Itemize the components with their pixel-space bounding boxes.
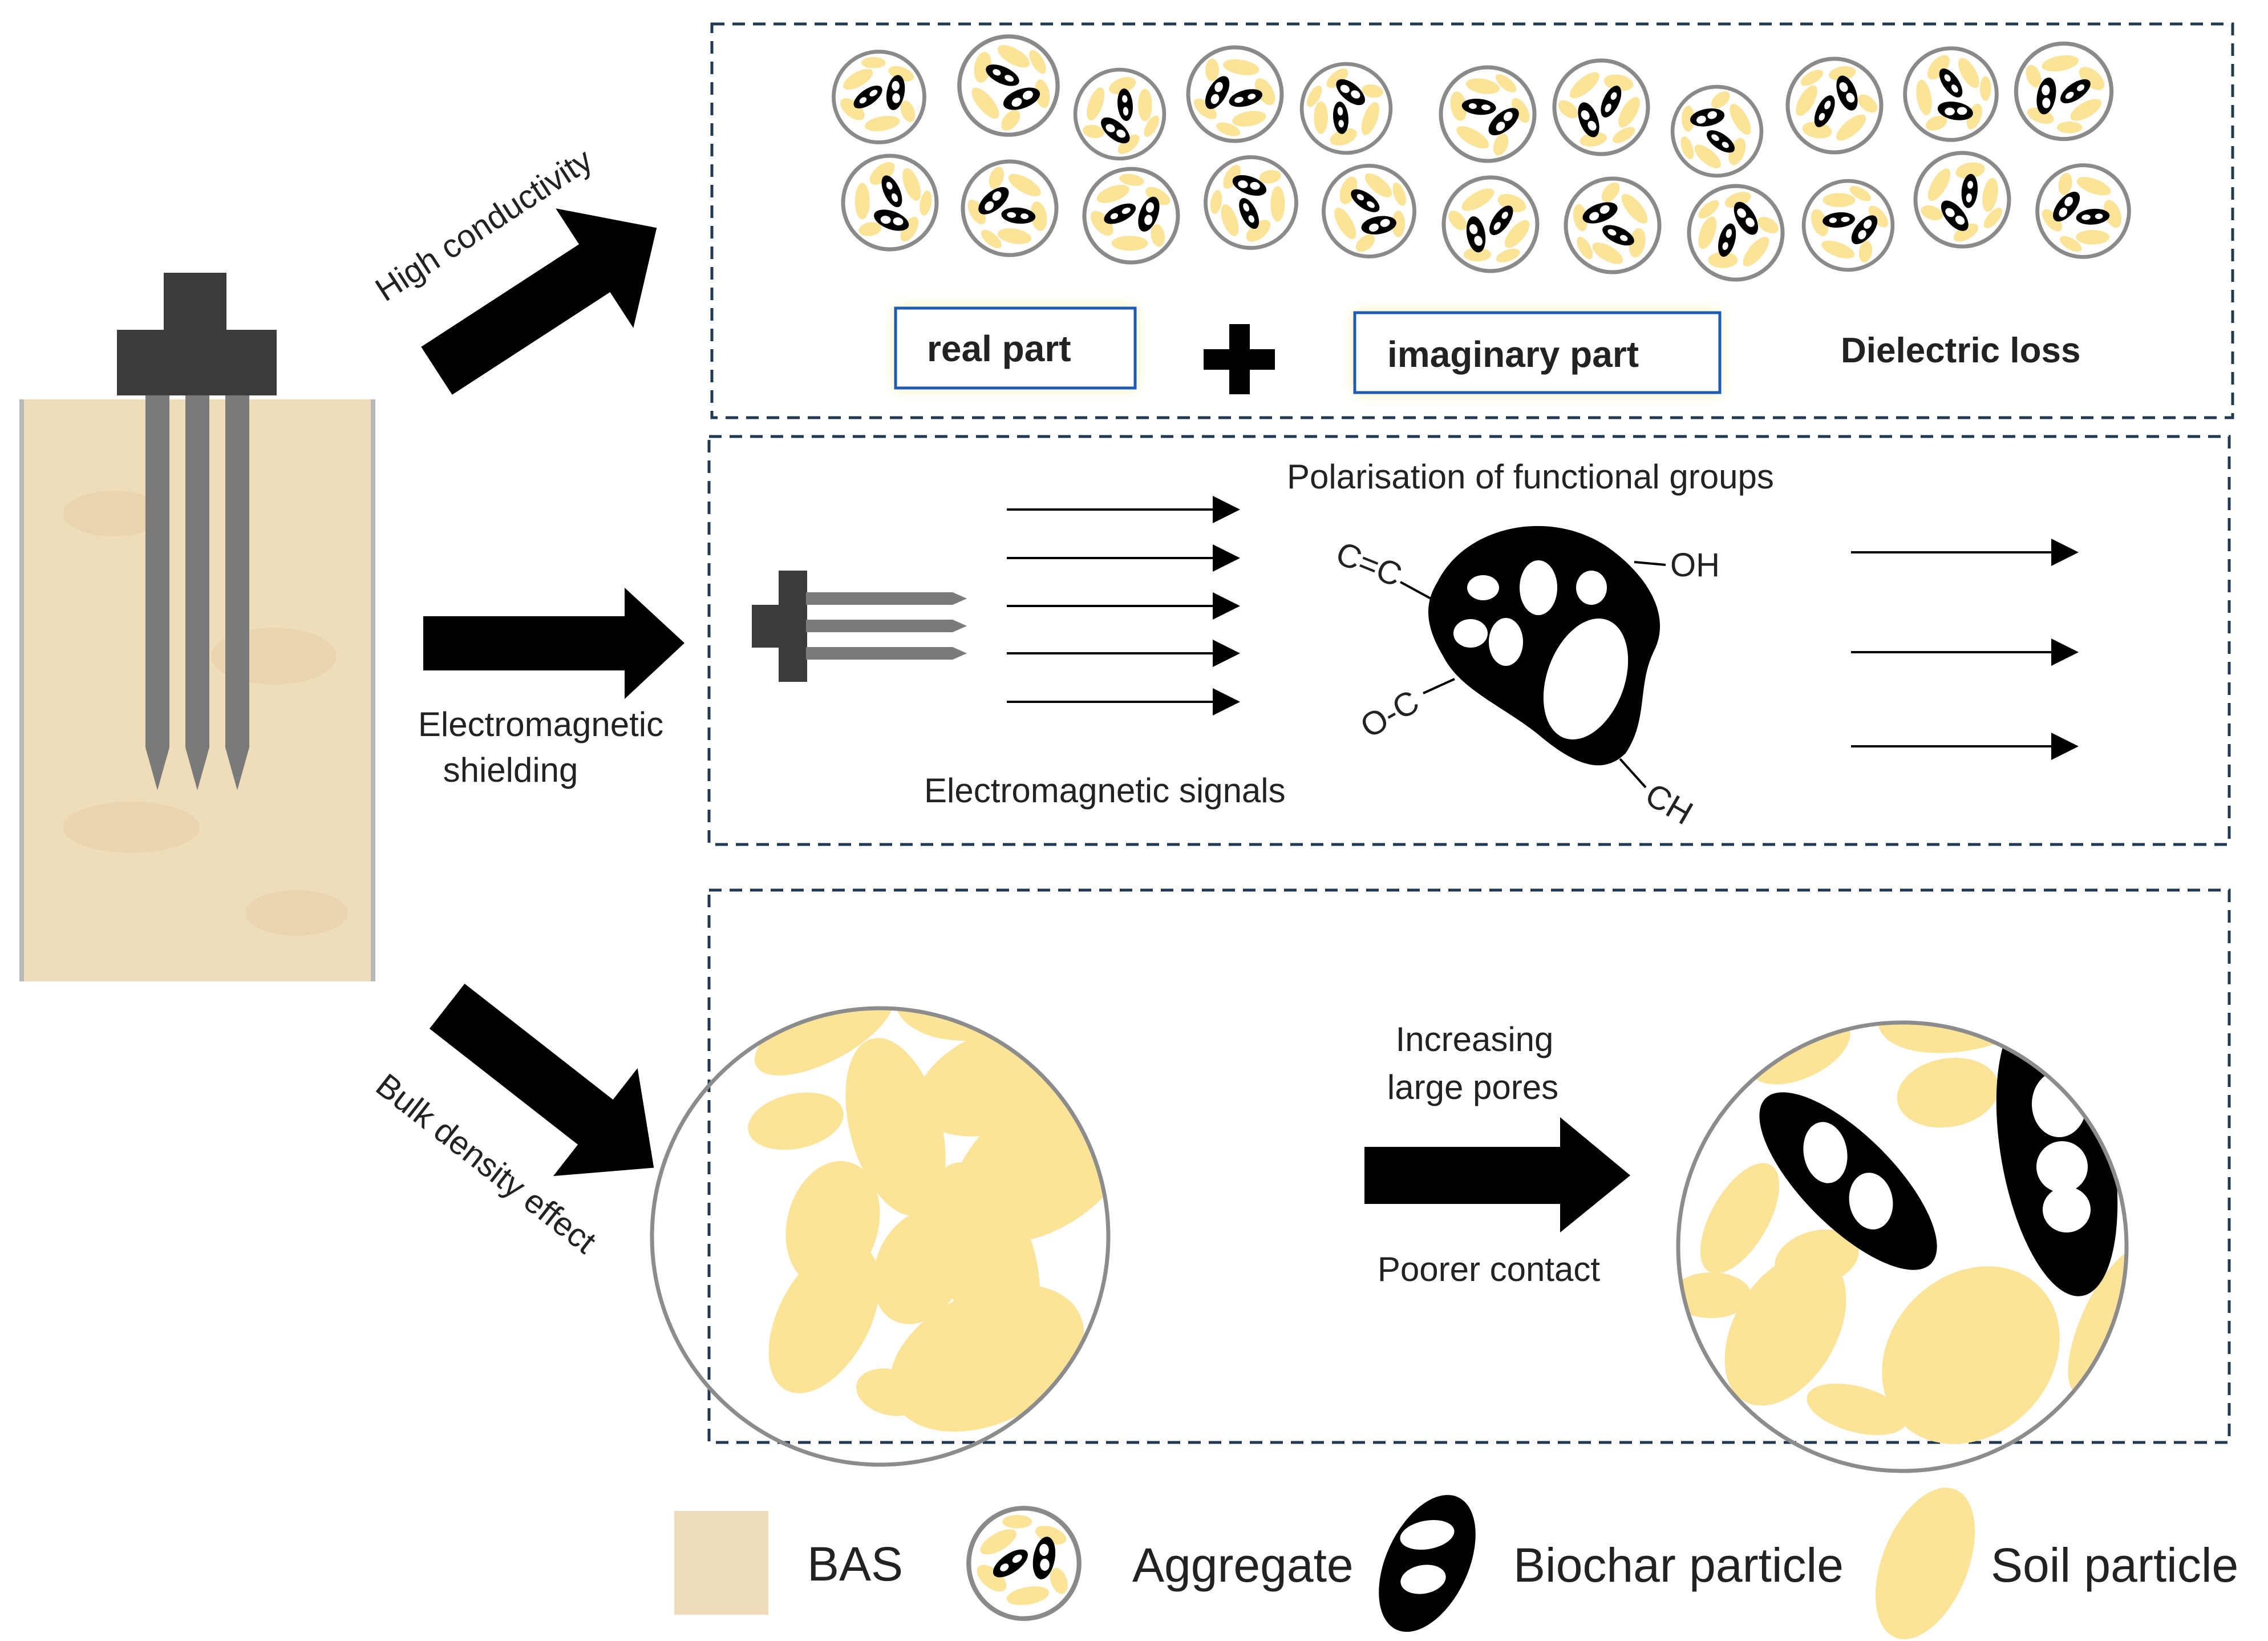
legend-aggregate-label: Aggregate <box>1132 1538 1354 1592</box>
group-oc: O-C <box>1354 683 1425 745</box>
em-signals-label: Electromagnetic signals <box>924 771 1286 810</box>
legend-biochar-icon <box>1379 1495 1476 1632</box>
biochar-functional-groups: C=C OH O-C CH <box>1331 526 1720 832</box>
plus-sign <box>1204 324 1275 394</box>
dense-aggregate <box>650 1006 1111 1467</box>
polarisation-label: Polarisation of functional groups <box>1287 458 1774 496</box>
outgoing-arrows <box>1851 539 2079 760</box>
legend-aggregate-icon <box>969 1508 1079 1619</box>
group-cc: C=C <box>1331 535 1407 594</box>
aggregate-grid <box>833 18 2145 298</box>
arrow-transition <box>1364 1117 1630 1232</box>
group-ch: CH <box>1639 776 1699 832</box>
label-em-shielding-2: shielding <box>443 751 578 789</box>
imaginary-part-label: imaginary part <box>1387 334 1639 375</box>
panel-bulk-density <box>707 888 2231 1444</box>
panel-shielding <box>707 435 2231 846</box>
probe <box>117 273 277 790</box>
arrow-bulk-density <box>429 983 654 1177</box>
group-oh: OH <box>1670 547 1720 584</box>
arrow-em-shielding <box>423 588 685 699</box>
legend-biochar-label: Biochar particle <box>1513 1538 1844 1592</box>
legend: BAS Aggregate Biochar particle Soil part… <box>674 1488 2238 1639</box>
poorer-contact-label: Poorer contact <box>1378 1250 1601 1288</box>
label-em-shielding-1: Electromagnetic <box>418 705 663 743</box>
legend-bas-swatch <box>674 1511 768 1615</box>
arrow-high-conductivity <box>421 208 657 395</box>
em-signal-arrows <box>1007 496 1240 716</box>
probe-small <box>752 571 967 682</box>
imaginary-part-box: imaginary part <box>1353 311 1722 394</box>
porous-aggregate <box>1676 1020 2129 1473</box>
legend-soil-label: Soil particle <box>1991 1538 2238 1592</box>
increasing-label-2: large pores <box>1387 1068 1558 1106</box>
increasing-label-1: Increasing <box>1396 1020 1554 1058</box>
real-part-label: real part <box>927 328 1071 369</box>
panel-dielectric <box>710 22 2234 419</box>
dielectric-loss-label: Dielectric loss <box>1841 331 2080 370</box>
legend-soil-icon <box>1875 1488 1975 1639</box>
real-part-box: real part <box>894 306 1137 390</box>
legend-bas-label: BAS <box>807 1537 903 1591</box>
